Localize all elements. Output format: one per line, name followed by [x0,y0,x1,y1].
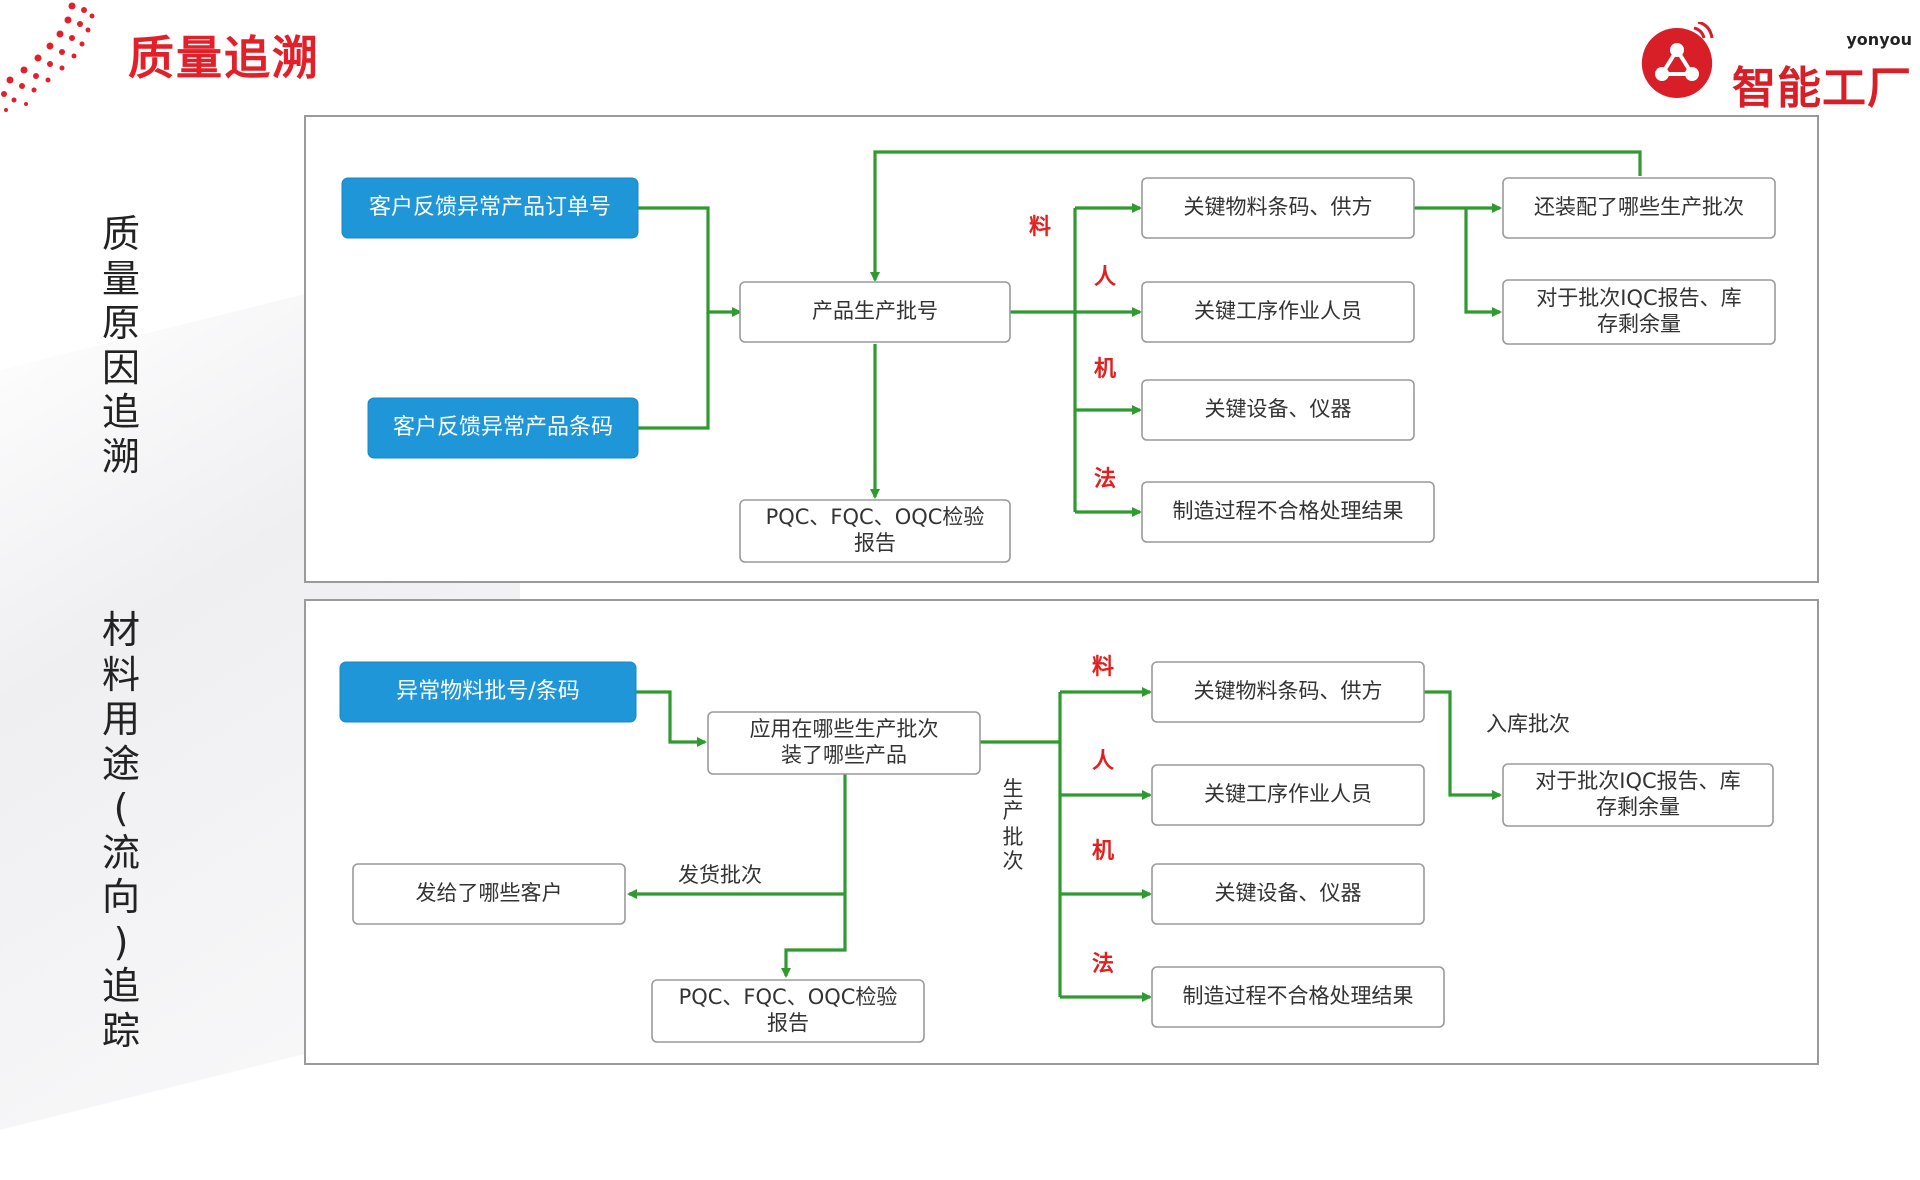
node-product-barcode-label: 客户反馈异常产品条码 [393,415,613,440]
node-assembled-batches-label: 还装配了哪些生产批次 [1534,195,1744,219]
side-label-char: 因 [101,345,140,390]
side-label-cause: 质 量 原 因 追 溯 [96,212,146,479]
node-assembled-batches: 还装配了哪些生产批次 [1502,177,1776,239]
usage-factor-label-material: 料 [1092,655,1114,680]
node-customers-label: 发给了哪些客户 [416,881,563,905]
brand-latin-text: yonyou [1846,30,1912,49]
node-order-number: 客户反馈异常产品订单号 [341,177,639,239]
note-production-batch-char: 产 [1003,799,1024,823]
node-inspection-reports-line1: PQC、FQC、OQC检验 [766,505,985,529]
node-key-staff: 关键工序作业人员 [1141,281,1415,343]
node-usage-key-staff: 关键工序作业人员 [1151,764,1425,826]
usage-factor-label-method: 法 [1092,952,1114,977]
side-label-char: 流 [101,830,140,875]
side-label-char: 追 [101,964,140,1008]
node-usage-process-result: 制造过程不合格处理结果 [1151,966,1445,1028]
node-key-material-label: 关键物料条码、供方 [1184,195,1373,219]
traceability-diagram: 客户反馈异常产品订单号 客户反馈异常产品条码 产品生产批号 PQC、FQC、OQ… [304,115,1819,1065]
node-usage-reports-line1: PQC、FQC、OQC检验 [679,985,898,1009]
note-production-batch-char: 批 [1003,825,1024,849]
side-label-char: 向 [101,875,140,919]
node-key-equipment: 关键设备、仪器 [1141,379,1415,441]
node-material-batch-label: 异常物料批号/条码 [396,679,579,704]
node-usage-iqc-report: 对于批次IQC报告、库 存剩余量 [1502,763,1774,827]
page-title: 质量追溯 [128,31,320,85]
factor-label-machine: 机 [1094,357,1116,382]
note-shipment-batch: 发货批次 [678,863,762,887]
side-label-char: ) [113,919,129,964]
node-usage-iqc-line1: 对于批次IQC报告、库 [1535,769,1740,793]
side-label-char: 料 [101,652,140,697]
side-label-char: 追 [101,390,140,434]
node-production-batch: 产品生产批号 [739,281,1011,343]
node-usage-key-material-label: 关键物料条码、供方 [1194,679,1383,703]
node-usage-process-result-label: 制造过程不合格处理结果 [1183,984,1414,1008]
node-key-staff-label: 关键工序作业人员 [1194,299,1362,323]
side-label-char: 质 [101,212,140,256]
brand-logo: yonyou 智能工厂 [1622,20,1912,114]
node-usage-reports-line2: 报告 [767,1011,809,1035]
node-inspection-reports: PQC、FQC、OQC检验 报告 [739,499,1011,563]
side-label-char: 量 [101,256,140,301]
node-usage-inspection-reports: PQC、FQC、OQC检验 报告 [651,979,925,1043]
side-label-usage: 材 料 用 途 ( 流 向 ) 追 踪 [96,608,146,1053]
node-iqc-report-line1: 对于批次IQC报告、库 [1536,286,1741,310]
side-label-char: 途 [101,741,140,786]
side-label-char: ( [113,786,129,830]
note-production-batch-char: 次 [1003,849,1024,873]
factor-label-material: 料 [1029,215,1051,240]
node-iqc-report: 对于批次IQC报告、库 存剩余量 [1502,279,1776,345]
node-usage-key-staff-label: 关键工序作业人员 [1204,782,1372,806]
node-applied-batches: 应用在哪些生产批次 装了哪些产品 [707,711,981,775]
node-usage-key-equipment: 关键设备、仪器 [1151,863,1425,925]
node-inspection-reports-line2: 报告 [854,531,896,555]
connectors-usage [627,687,1502,1002]
node-applied-batches-line2: 装了哪些产品 [781,743,907,767]
node-key-material: 关键物料条码、供方 [1141,177,1415,239]
node-process-result-label: 制造过程不合格处理结果 [1173,499,1404,523]
node-process-result: 制造过程不合格处理结果 [1141,481,1435,543]
note-production-batch-char: 生 [1003,777,1024,801]
node-order-number-label: 客户反馈异常产品订单号 [369,195,611,220]
side-label-char: 踪 [101,1008,140,1053]
side-label-char: 材 [101,608,140,652]
node-product-barcode: 客户反馈异常产品条码 [367,397,639,459]
side-label-char: 溯 [101,434,140,479]
brand-name: 智能工厂 [1732,63,1912,114]
factor-label-man: 人 [1094,265,1116,290]
factor-label-method: 法 [1094,467,1116,492]
node-usage-key-equipment-label: 关键设备、仪器 [1215,881,1362,905]
node-customers: 发给了哪些客户 [352,863,626,925]
usage-factor-label-machine: 机 [1092,839,1114,864]
node-usage-iqc-line2: 存剩余量 [1596,795,1680,819]
node-usage-key-material: 关键物料条码、供方 [1151,661,1425,723]
note-warehouse-batch: 入库批次 [1486,712,1570,736]
node-production-batch-label: 产品生产批号 [812,299,938,323]
side-label-char: 原 [101,301,140,345]
brand-mark-icon [1641,22,1714,98]
connectors-cause [638,150,1642,517]
brand-dots-logo [1,2,95,112]
node-material-batch: 异常物料批号/条码 [339,661,637,723]
usage-factor-label-man: 人 [1092,749,1114,774]
node-applied-batches-line1: 应用在哪些生产批次 [750,717,939,741]
node-iqc-report-line2: 存剩余量 [1597,312,1681,336]
side-label-char: 用 [101,697,140,741]
node-key-equipment-label: 关键设备、仪器 [1205,397,1352,421]
